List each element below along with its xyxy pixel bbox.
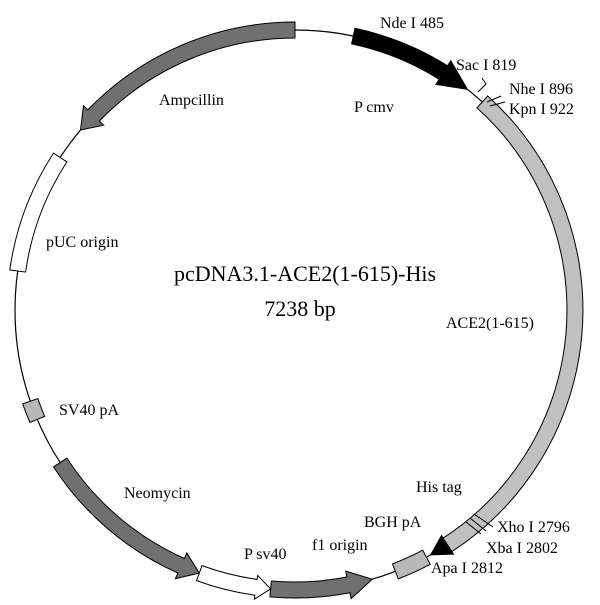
nde-site-tick (377, 37, 382, 49)
xho-site-tick (473, 513, 494, 528)
sv40-pa-label: SV40 pA (59, 402, 119, 419)
xho-site-label: Xho I 2796 (497, 519, 570, 536)
nhe-site-tick (486, 95, 502, 103)
xba-site-label: Xba I 2802 (486, 540, 558, 557)
ampicillin-label: Ampcillin (159, 92, 224, 109)
nhe-site-label: Nhe I 896 (509, 81, 573, 98)
ace2-label: ACE2(1-615) (446, 315, 534, 332)
sv40-pa-box (22, 397, 46, 424)
xba-site-tick (469, 517, 487, 532)
apa-site-tick (465, 521, 482, 535)
his-tag-arrow (429, 534, 455, 556)
puc-origin-box (9, 152, 68, 273)
bgh-pa-label: BGH pA (364, 514, 422, 531)
f1-origin-arrow (269, 570, 374, 600)
psv40-label: P sv40 (244, 546, 287, 563)
plasmid-name: pcDNA3.1-ACE2(1-615)-His (174, 261, 436, 286)
sac-site-tick (477, 77, 487, 93)
neomycin-label: Neomycin (124, 485, 191, 502)
puc-origin-label: pUC origin (46, 234, 118, 251)
bgh-pa-box (391, 549, 431, 580)
ampicillin-arrow (79, 21, 296, 131)
apa-site-label: Apa I 2812 (431, 560, 503, 577)
f1-origin-label: f1 origin (312, 537, 368, 554)
pcmv-promoter-arrow (351, 27, 469, 91)
plasmid-size: 7238 bp (264, 296, 336, 321)
nde-site-label: Nde I 485 (380, 15, 444, 32)
sac-site-label: Sac I 819 (456, 57, 516, 74)
kpn-site-label: Kpn I 922 (509, 101, 574, 118)
psv40-promoter-arrow (195, 564, 272, 601)
kpn-site-tick (489, 101, 506, 107)
pcmv-label: P cmv (354, 99, 394, 116)
his-tag-label: His tag (416, 479, 462, 496)
neomycin-arrow (52, 457, 200, 580)
